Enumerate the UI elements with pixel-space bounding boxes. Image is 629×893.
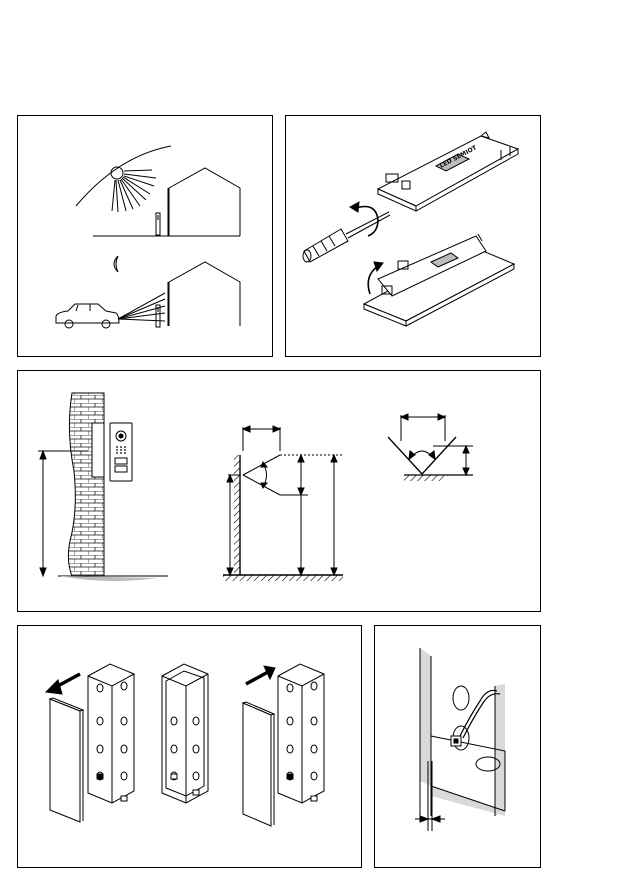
angle-icon [227,426,343,575]
opening-illustration: LED SEMIOT [286,116,542,358]
panel-flush-box [17,625,362,868]
panel-placement [17,115,273,357]
cable-icon [451,690,500,746]
placement-illustration [18,116,274,358]
door-station-icon [110,423,132,481]
panel-opening: LED SEMIOT [285,115,541,357]
moon-icon [114,256,118,272]
view-angle-icon [388,414,473,475]
sun-arc [76,146,171,206]
car-icon [56,304,119,328]
cover-plate-icon [50,699,80,822]
screwdriver-icon [303,212,390,262]
wall-device-side [92,423,104,477]
mounting-height-illustration [18,371,542,613]
front-panel-open-icon [364,234,514,326]
panel-mounting-height [17,370,541,612]
front-panel-icon [378,132,518,211]
wall-installation-illustration [375,626,542,869]
flush-box-icon-3 [278,664,324,803]
flush-box-icon-2 [162,664,208,803]
flush-box-illustration [18,626,363,869]
flush-box-icon [88,664,134,803]
arrow-icon-remove [46,674,80,694]
house-icon-bottom [169,262,240,326]
cover-plate-icon-2 [243,703,271,826]
rotate-arrow-icon [350,202,378,236]
arrow-icon-insert [246,666,275,684]
sun-icon [111,167,156,212]
house-icon [168,168,240,236]
panel-wall-installation [374,625,541,868]
brick-wall-icon [68,393,104,576]
